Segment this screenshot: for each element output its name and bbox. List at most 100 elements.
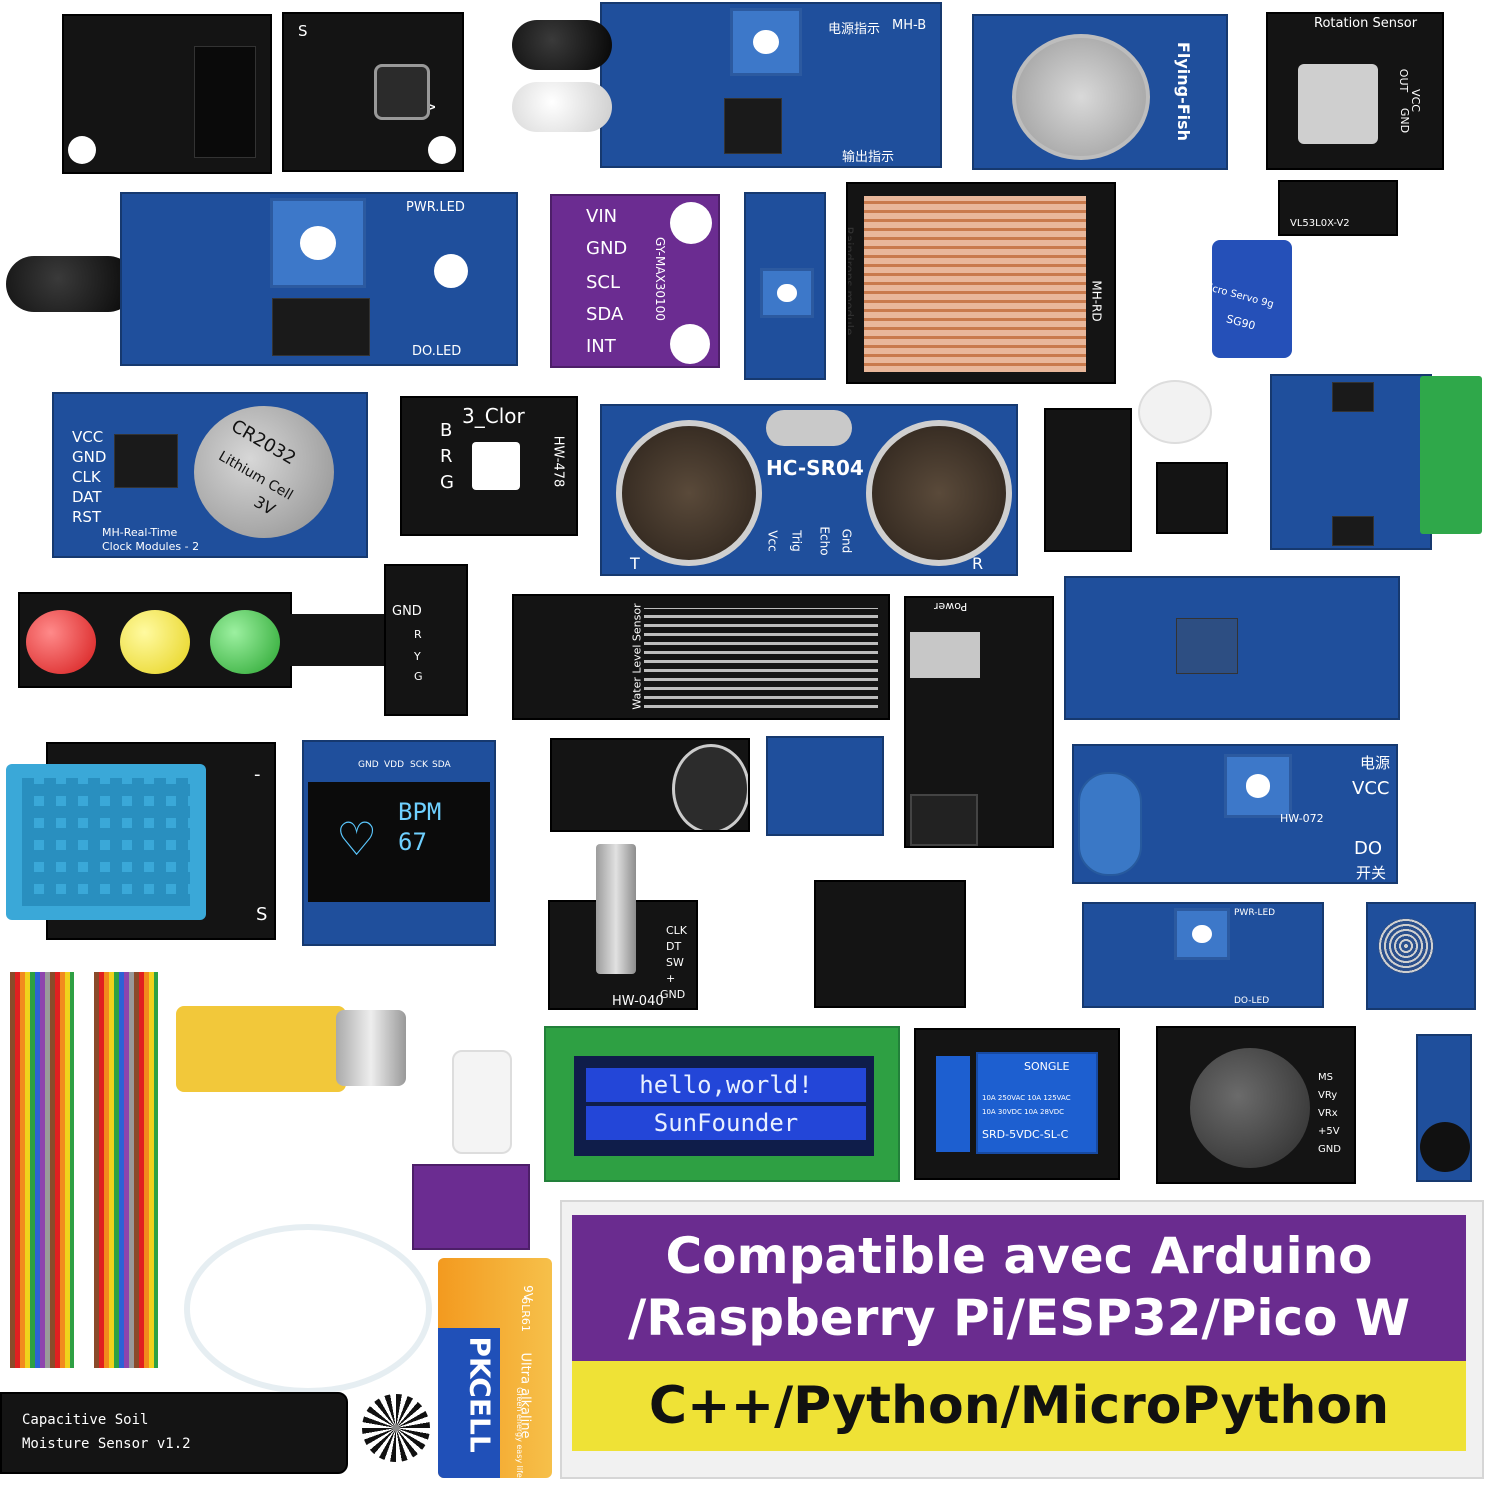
banner-line1: Compatible avec Arduino [665,1227,1373,1285]
bme280-module [412,1164,530,1250]
small-sensor-module [744,192,826,380]
tilt-vcc-label: VCC [1352,778,1390,799]
rtc-pin-clk: CLK [72,468,101,486]
mount-hole [670,202,712,244]
joy-pin-gnd: GND [1318,1144,1341,1155]
hall-sensor-module [814,880,966,1008]
power-label: Power [934,600,968,613]
ir-receiver-lens [512,20,612,70]
gas-sensor-mesh [1012,34,1150,160]
max-pin-int: INT [586,336,616,357]
transducer-right [866,420,1012,566]
ldr-module: PWR-LED DO-LED [1082,902,1324,1008]
crystal [766,410,852,446]
oled-pin-gnd: GND [358,760,379,770]
relay-rating2: 10A 30VDC 10A 28VDC [982,1108,1065,1116]
oled-line1: BPM [398,798,442,826]
bt-chip [1176,618,1238,674]
rtc-label-1: MH-Real-Time [102,526,178,539]
max-pin-vin: VIN [586,206,618,227]
traffic-pin-r: R [414,628,422,641]
raindrops-module: Raindrops module MH-RD [846,182,1116,384]
rgb-label: 3_Clor [462,404,525,428]
languages-banner: C++/Python/MicroPython [572,1361,1466,1451]
rtc-module: VCC GND CLK DAT RST CR2032 Lithium Cell … [52,392,368,558]
max-pin-scl: SCL [586,272,621,293]
pcf8591-module [766,736,884,836]
relay-rating1: 10A 250VAC 10A 125VAC [982,1094,1071,1102]
ldr-do-label: DO-LED [1234,996,1270,1006]
mount-hole [428,136,456,164]
gear-motor [176,1006,346,1092]
traffic-pin-y: Y [414,650,421,663]
traffic-light-header: GND R Y G [384,564,468,716]
usb-port [910,632,980,678]
push-button [374,64,430,120]
lm393-chip [272,298,370,356]
joy-pin-vry: VRy [1318,1090,1338,1101]
temp-sensor-module [550,738,750,832]
lcd-line2: SunFounder [586,1106,866,1140]
ldr-potentiometer [1174,908,1230,960]
banner-line3: C++/Python/MicroPython [648,1376,1390,1436]
dht-pin-s: S [256,904,268,925]
jumper-wires-2 [94,972,158,1368]
tilt-capsule [1078,772,1142,876]
esp-adapter [1156,462,1228,534]
encoder-pin-dt: DT [666,940,682,953]
rgb-pin-g: G [440,472,454,493]
pir-sensor [1138,380,1212,444]
touch-pad [1378,918,1434,974]
sensor-disc [672,744,748,830]
ir-led [512,82,612,132]
rotation-knob [1298,64,1378,144]
driver-chip [1332,516,1374,546]
hc-sr04-module: HC-SR04 Vcc Trig Echo Gnd T R [600,404,1018,576]
raindrops-plate [864,196,1086,372]
encoder-pin-sw: SW [666,956,684,969]
water-level-sensor: Water Level Sensor [512,594,890,720]
encoder-pin-gnd: GND [660,988,686,1001]
water-traces [644,608,878,708]
power-indicator-label: 电源指示 [828,22,881,37]
max-label: GY-MAX30100 [652,237,667,321]
rgb-code: HW-478 [550,435,566,488]
sr04-right-mark: R [972,554,984,573]
sr04-left-mark: T [630,554,640,573]
lcd-screen: hello,world! SunFounder [574,1056,874,1156]
touch-sensor-module [1366,902,1476,1010]
buzzer [1420,1122,1470,1172]
bluetooth-module [1064,576,1400,720]
tilt-potentiometer [1224,754,1292,818]
ir-slot [194,46,256,158]
battery-stripe [438,1328,500,1478]
relay-brand: SONGLE [1024,1060,1070,1073]
coin-cell: CR2032 Lithium Cell 3V [194,406,334,538]
sr04-label: HC-SR04 [766,456,864,480]
rgb-pin-b: B [440,420,453,441]
joy-pin-vrx: VRx [1318,1108,1338,1119]
vl53-label: VL53L0X-V2 [1290,218,1350,229]
led-yellow [120,610,190,674]
driver-chip [1332,382,1374,412]
esp8266-module [1044,408,1132,552]
traffic-light-module [18,592,292,688]
tilt-switch-module: HW-072 电源 VCC DO 开关 [1072,744,1398,884]
silicone-tube [184,1224,432,1394]
rgb-pin-r: R [440,446,453,467]
flame-potentiometer [270,198,366,288]
output-indicator-label: 输出指示 [842,150,895,165]
sr04-pin-echo: Echo [817,526,832,556]
tilt-switch-label: 开关 [1356,864,1387,882]
joy-pin-ms: MS [1318,1072,1333,1083]
water-label: Water Level Sensor [630,603,644,710]
traffic-light-stem [286,614,390,666]
joystick-module: MS VRy VRx +5V GND [1156,1026,1356,1184]
rotation-pin-gnd: GND [1398,107,1412,134]
battery-sub: Green energy easy life [514,1387,524,1478]
lcd-line1: hello,world! [586,1068,866,1102]
battery-type: 6LR61 [518,1297,532,1332]
button-label-s: S [298,22,308,40]
ds1302-chip [114,434,178,488]
sr04-pin-vcc: Vcc [765,530,780,552]
